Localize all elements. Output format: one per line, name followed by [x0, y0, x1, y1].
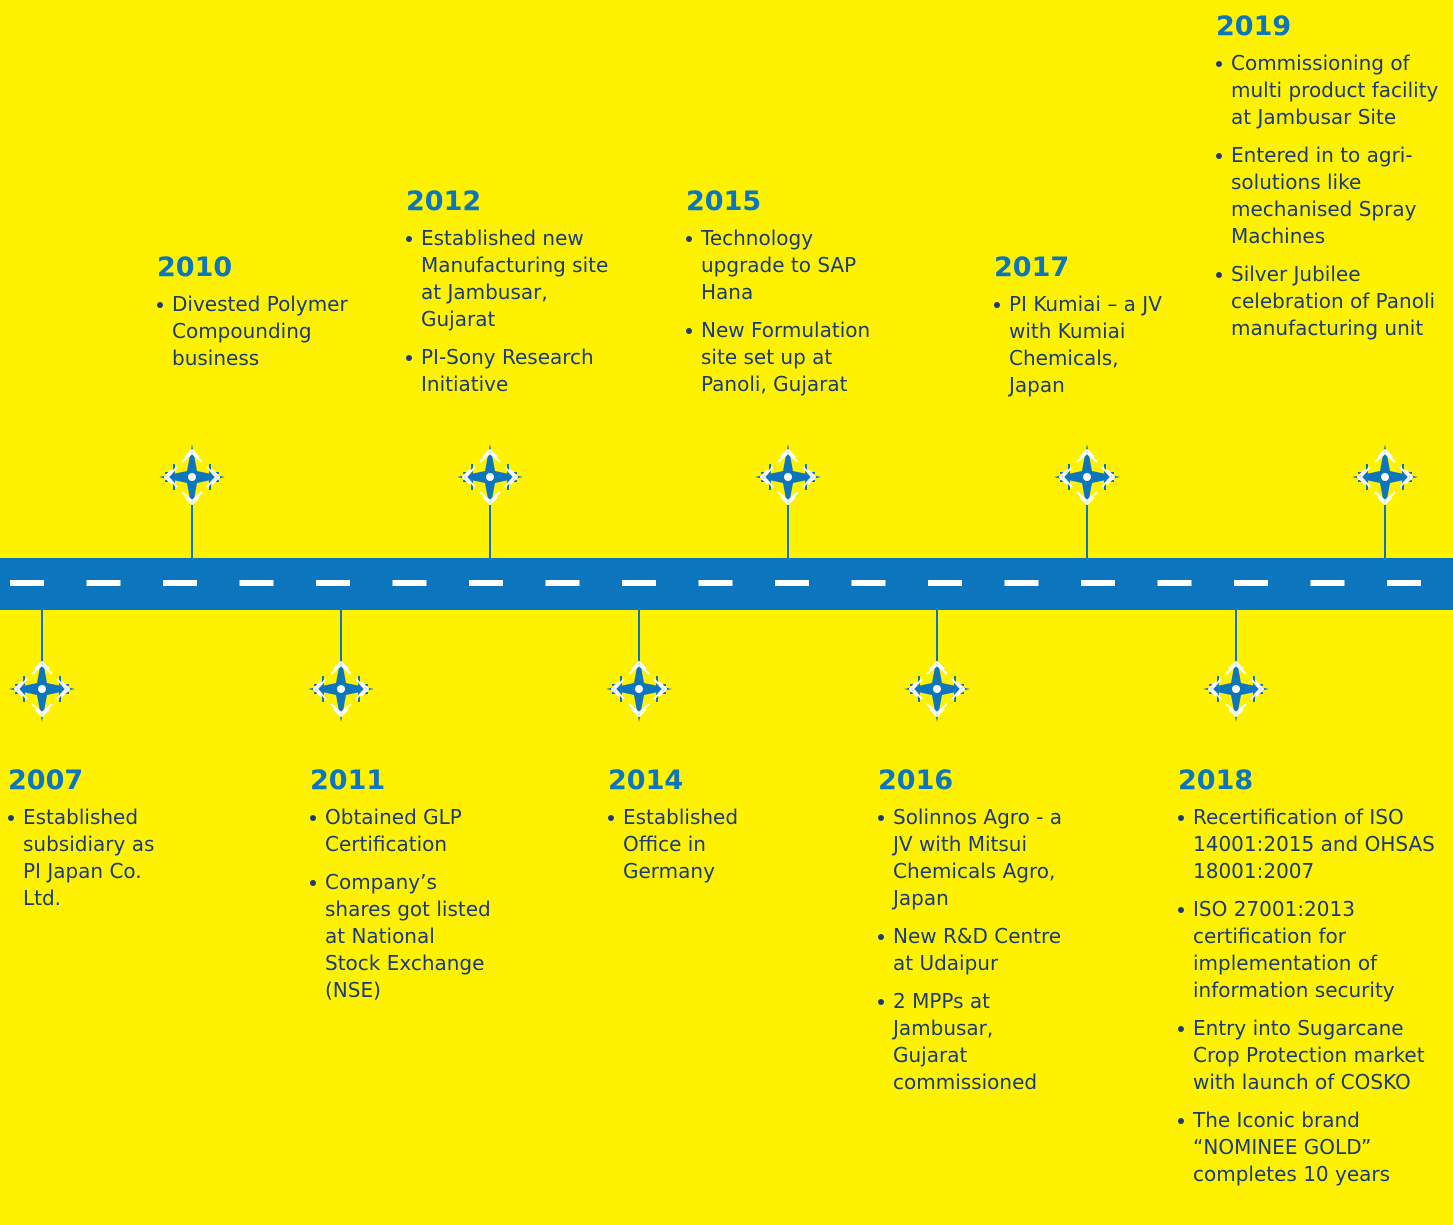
milestone-item: New Formulation site set up at Panoli, G… — [686, 317, 901, 398]
milestone-year: 2018 — [1178, 765, 1254, 796]
milestone-year: 2011 — [310, 765, 386, 796]
milestone-item: The Iconic brand “NOMINEE GOLD” complete… — [1178, 1107, 1450, 1188]
milestone-connector — [638, 610, 640, 682]
milestone-item: Recertification of ISO 14001:2015 and OH… — [1178, 804, 1450, 885]
road-dash — [698, 580, 733, 586]
milestone-items: Divested Polymer Compounding business — [157, 291, 352, 372]
road-dash — [1387, 580, 1421, 586]
milestone-connector — [1086, 485, 1088, 558]
road-dashes — [10, 580, 1421, 586]
road-dash — [1081, 580, 1115, 586]
compass-star-icon — [305, 653, 377, 725]
milestone-item: PI-Sony Research Initiative — [406, 344, 621, 398]
milestone-item: Established Office in Germany — [608, 804, 773, 885]
milestone-connector — [489, 485, 491, 558]
milestone-items: PI Kumiai – a JV with Kumiai Chemicals, … — [994, 291, 1179, 399]
milestone-item: Entry into Sugarcane Crop Protection mar… — [1178, 1015, 1450, 1096]
milestone-item: Company’s shares got listed at National … — [310, 869, 495, 1004]
road-dash — [316, 580, 350, 586]
milestone-year: 2012 — [406, 186, 482, 217]
milestone-year: 2015 — [686, 186, 762, 217]
milestone-item: Entered in to agri-solutions like mechan… — [1216, 142, 1453, 250]
road-dash — [239, 580, 274, 586]
milestone-connector — [41, 610, 43, 682]
milestone-connector — [1384, 485, 1386, 558]
milestone-year: 2014 — [608, 765, 684, 796]
milestone-year: 2007 — [8, 765, 84, 796]
milestone-item: Established new Manufacturing site at Ja… — [406, 225, 621, 333]
milestone-item: 2 MPPs at Jambusar, Gujarat commissioned — [878, 988, 1068, 1096]
compass-star-icon — [454, 441, 526, 513]
timeline-road — [0, 558, 1453, 610]
milestone-connector — [1235, 610, 1237, 682]
milestone-item: ISO 27001:2013 certification for impleme… — [1178, 896, 1450, 1004]
milestone-item: Commissioning of multi product facility … — [1216, 50, 1453, 131]
compass-star-icon — [1200, 653, 1272, 725]
road-dash — [1004, 580, 1039, 586]
road-dash — [163, 580, 197, 586]
milestone-items: Established new Manufacturing site at Ja… — [406, 225, 621, 398]
road-dash — [1310, 580, 1345, 586]
road-dash — [86, 580, 121, 586]
milestone-connector — [340, 610, 342, 682]
milestone-connector — [787, 485, 789, 558]
road-dash — [928, 580, 962, 586]
milestone-item: Established subsidiary as PI Japan Co. L… — [8, 804, 168, 912]
milestone-2017: 2017 PI Kumiai – a JV with Kumiai Chemica… — [994, 251, 1179, 410]
milestone-item: Obtained GLP Certification — [310, 804, 495, 858]
compass-star-icon — [752, 441, 824, 513]
milestone-items: Established subsidiary as PI Japan Co. L… — [8, 804, 168, 912]
road-dash — [10, 580, 44, 586]
milestone-items: Recertification of ISO 14001:2015 and OH… — [1178, 804, 1450, 1188]
milestone-year: 2016 — [878, 765, 954, 796]
milestone-items: Solinnos Agro - a JV with Mitsui Chemica… — [878, 804, 1068, 1096]
road-dash — [622, 580, 656, 586]
compass-star-icon — [1349, 441, 1421, 513]
milestone-item: Solinnos Agro - a JV with Mitsui Chemica… — [878, 804, 1068, 912]
milestone-connector — [191, 485, 193, 558]
milestone-year: 2010 — [157, 252, 233, 283]
compass-star-icon — [901, 653, 973, 725]
road-dash — [392, 580, 427, 586]
milestone-items: Established Office in Germany — [608, 804, 773, 885]
milestone-item: Divested Polymer Compounding business — [157, 291, 352, 372]
milestone-item: Technology upgrade to SAP Hana — [686, 225, 901, 306]
compass-star-icon — [1051, 441, 1123, 513]
milestone-item: Silver Jubilee celebration of Panoli man… — [1216, 261, 1453, 342]
road-dash — [851, 580, 886, 586]
road-dash — [469, 580, 503, 586]
milestone-year: 2017 — [994, 252, 1070, 283]
milestone-connector — [936, 610, 938, 682]
road-dash — [1234, 580, 1268, 586]
milestone-item: PI Kumiai – a JV with Kumiai Chemicals, … — [994, 291, 1179, 399]
milestone-year: 2019 — [1216, 11, 1292, 42]
milestone-item: New R&D Centre at Udaipur — [878, 923, 1068, 977]
road-dash — [545, 580, 580, 586]
milestone-items: Commissioning of multi product facility … — [1216, 50, 1453, 342]
compass-star-icon — [6, 653, 78, 725]
road-dash — [1157, 580, 1192, 586]
compass-star-icon — [156, 441, 228, 513]
compass-star-icon — [603, 653, 675, 725]
road-dash — [775, 580, 809, 586]
